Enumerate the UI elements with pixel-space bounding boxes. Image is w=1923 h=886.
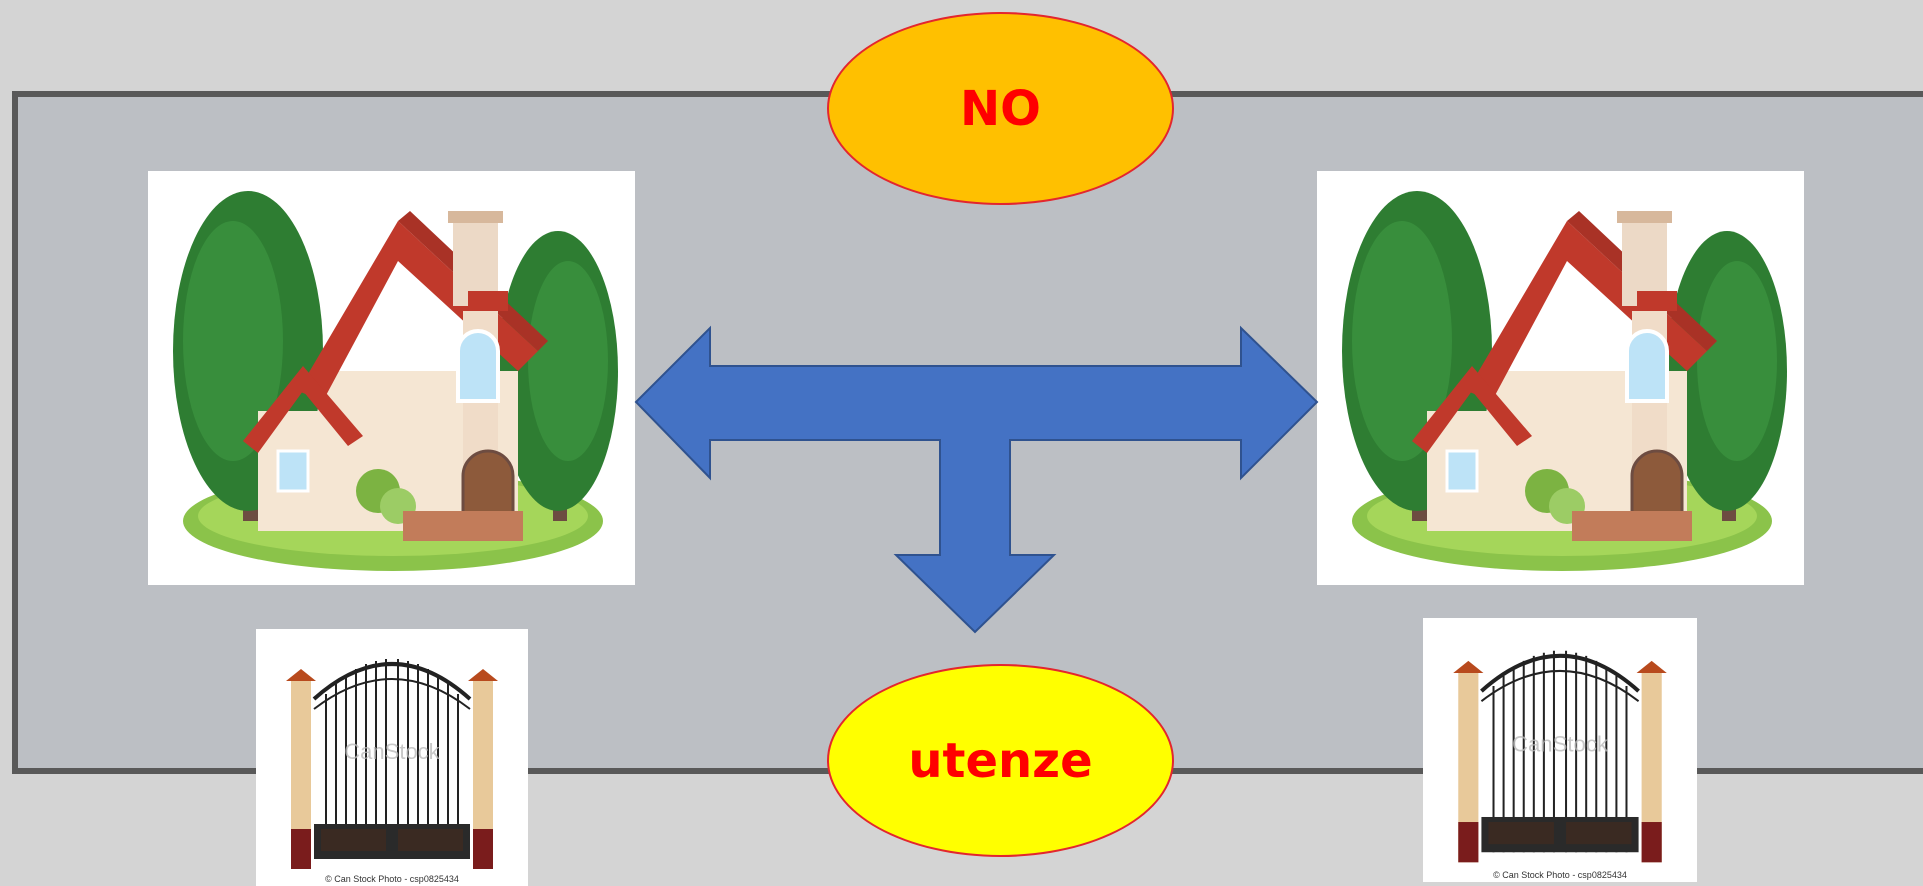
no-oval-label: NO (960, 80, 1041, 137)
double-arrow-horizontal (634, 325, 1319, 634)
gate-left-image: CanStock © Can Stock Photo - csp0825434 (256, 629, 528, 886)
utenze-oval-label: utenze (908, 732, 1093, 789)
no-oval: NO (827, 12, 1174, 205)
house-icon (173, 191, 618, 571)
utenze-oval: utenze (827, 664, 1174, 857)
gate-left-credit: © Can Stock Photo - csp0825434 (325, 874, 459, 884)
gate-icon: CanStock (1453, 650, 1667, 863)
svg-text:CanStock: CanStock (344, 739, 440, 764)
gate-right-credit: © Can Stock Photo - csp0825434 (1493, 870, 1627, 880)
bottom-caption-cutoff (827, 872, 1527, 886)
gate-right-image: CanStock © Can Stock Photo - csp0825434 (1423, 618, 1697, 882)
gate-icon: CanStock (286, 659, 498, 869)
svg-text:CanStock: CanStock (1512, 732, 1609, 757)
house-right-image (1317, 171, 1804, 585)
house-icon (1342, 191, 1787, 571)
house-left-image (148, 171, 635, 585)
